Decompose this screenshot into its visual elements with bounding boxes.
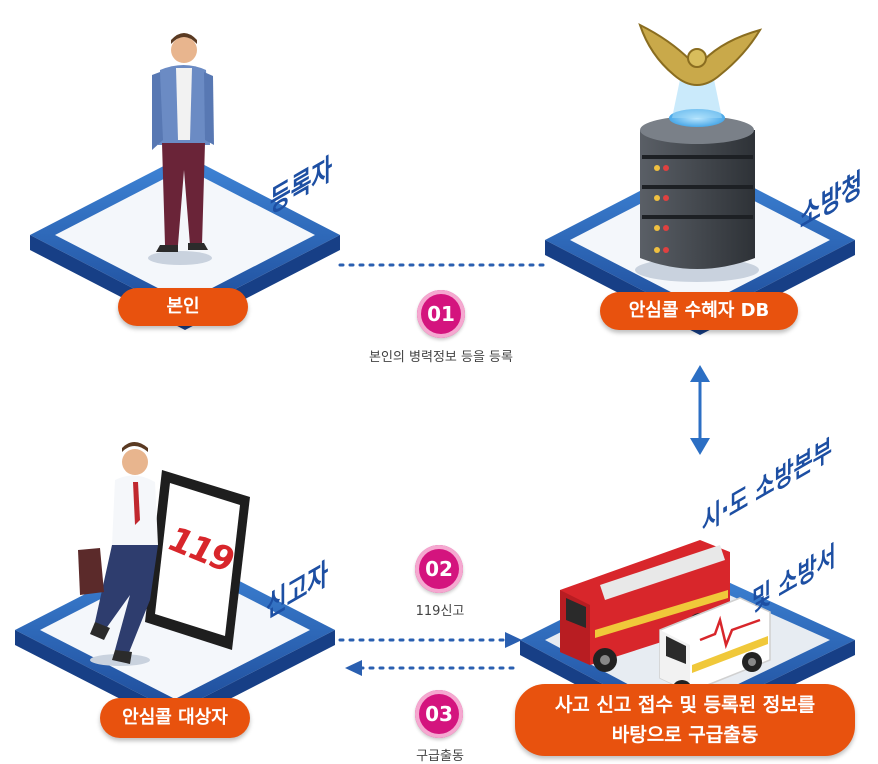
report-arrow-right xyxy=(338,632,522,648)
step-03-caption: 구급출동 xyxy=(416,749,464,764)
man-figure-illustration xyxy=(148,33,214,265)
registrant-pill: 본인 xyxy=(118,288,248,326)
eagle-emblem-icon xyxy=(638,23,763,86)
fire-hq-pill-line1: 사고 신고 접수 및 등록된 정보를 xyxy=(554,694,816,716)
tablet-119-illustration xyxy=(145,470,250,650)
fire-hq-pill: 사고 신고 접수 및 등록된 정보를 바탕으로 구급출동 xyxy=(515,684,855,756)
registrant-platform xyxy=(30,155,340,330)
step-02-caption: 119신고 xyxy=(415,604,465,619)
fire-agency-pill: 안심콜 수혜자 DB xyxy=(600,292,798,330)
step-02-badge: 02 xyxy=(415,545,463,593)
step-01-badge: 01 xyxy=(417,290,465,338)
dispatch-arrow-left xyxy=(345,660,522,676)
step-03-badge: 03 xyxy=(415,690,463,738)
server-db-illustration xyxy=(635,70,759,282)
walking-man-illustration xyxy=(78,442,158,666)
fire-hq-pill-line2: 바탕으로 구급출동 xyxy=(611,724,759,746)
reporter-pill: 안심콜 대상자 xyxy=(100,698,250,738)
step-01-caption: 본인의 병력정보 등을 등록 xyxy=(369,350,513,365)
db-sync-double-arrow xyxy=(690,365,710,455)
